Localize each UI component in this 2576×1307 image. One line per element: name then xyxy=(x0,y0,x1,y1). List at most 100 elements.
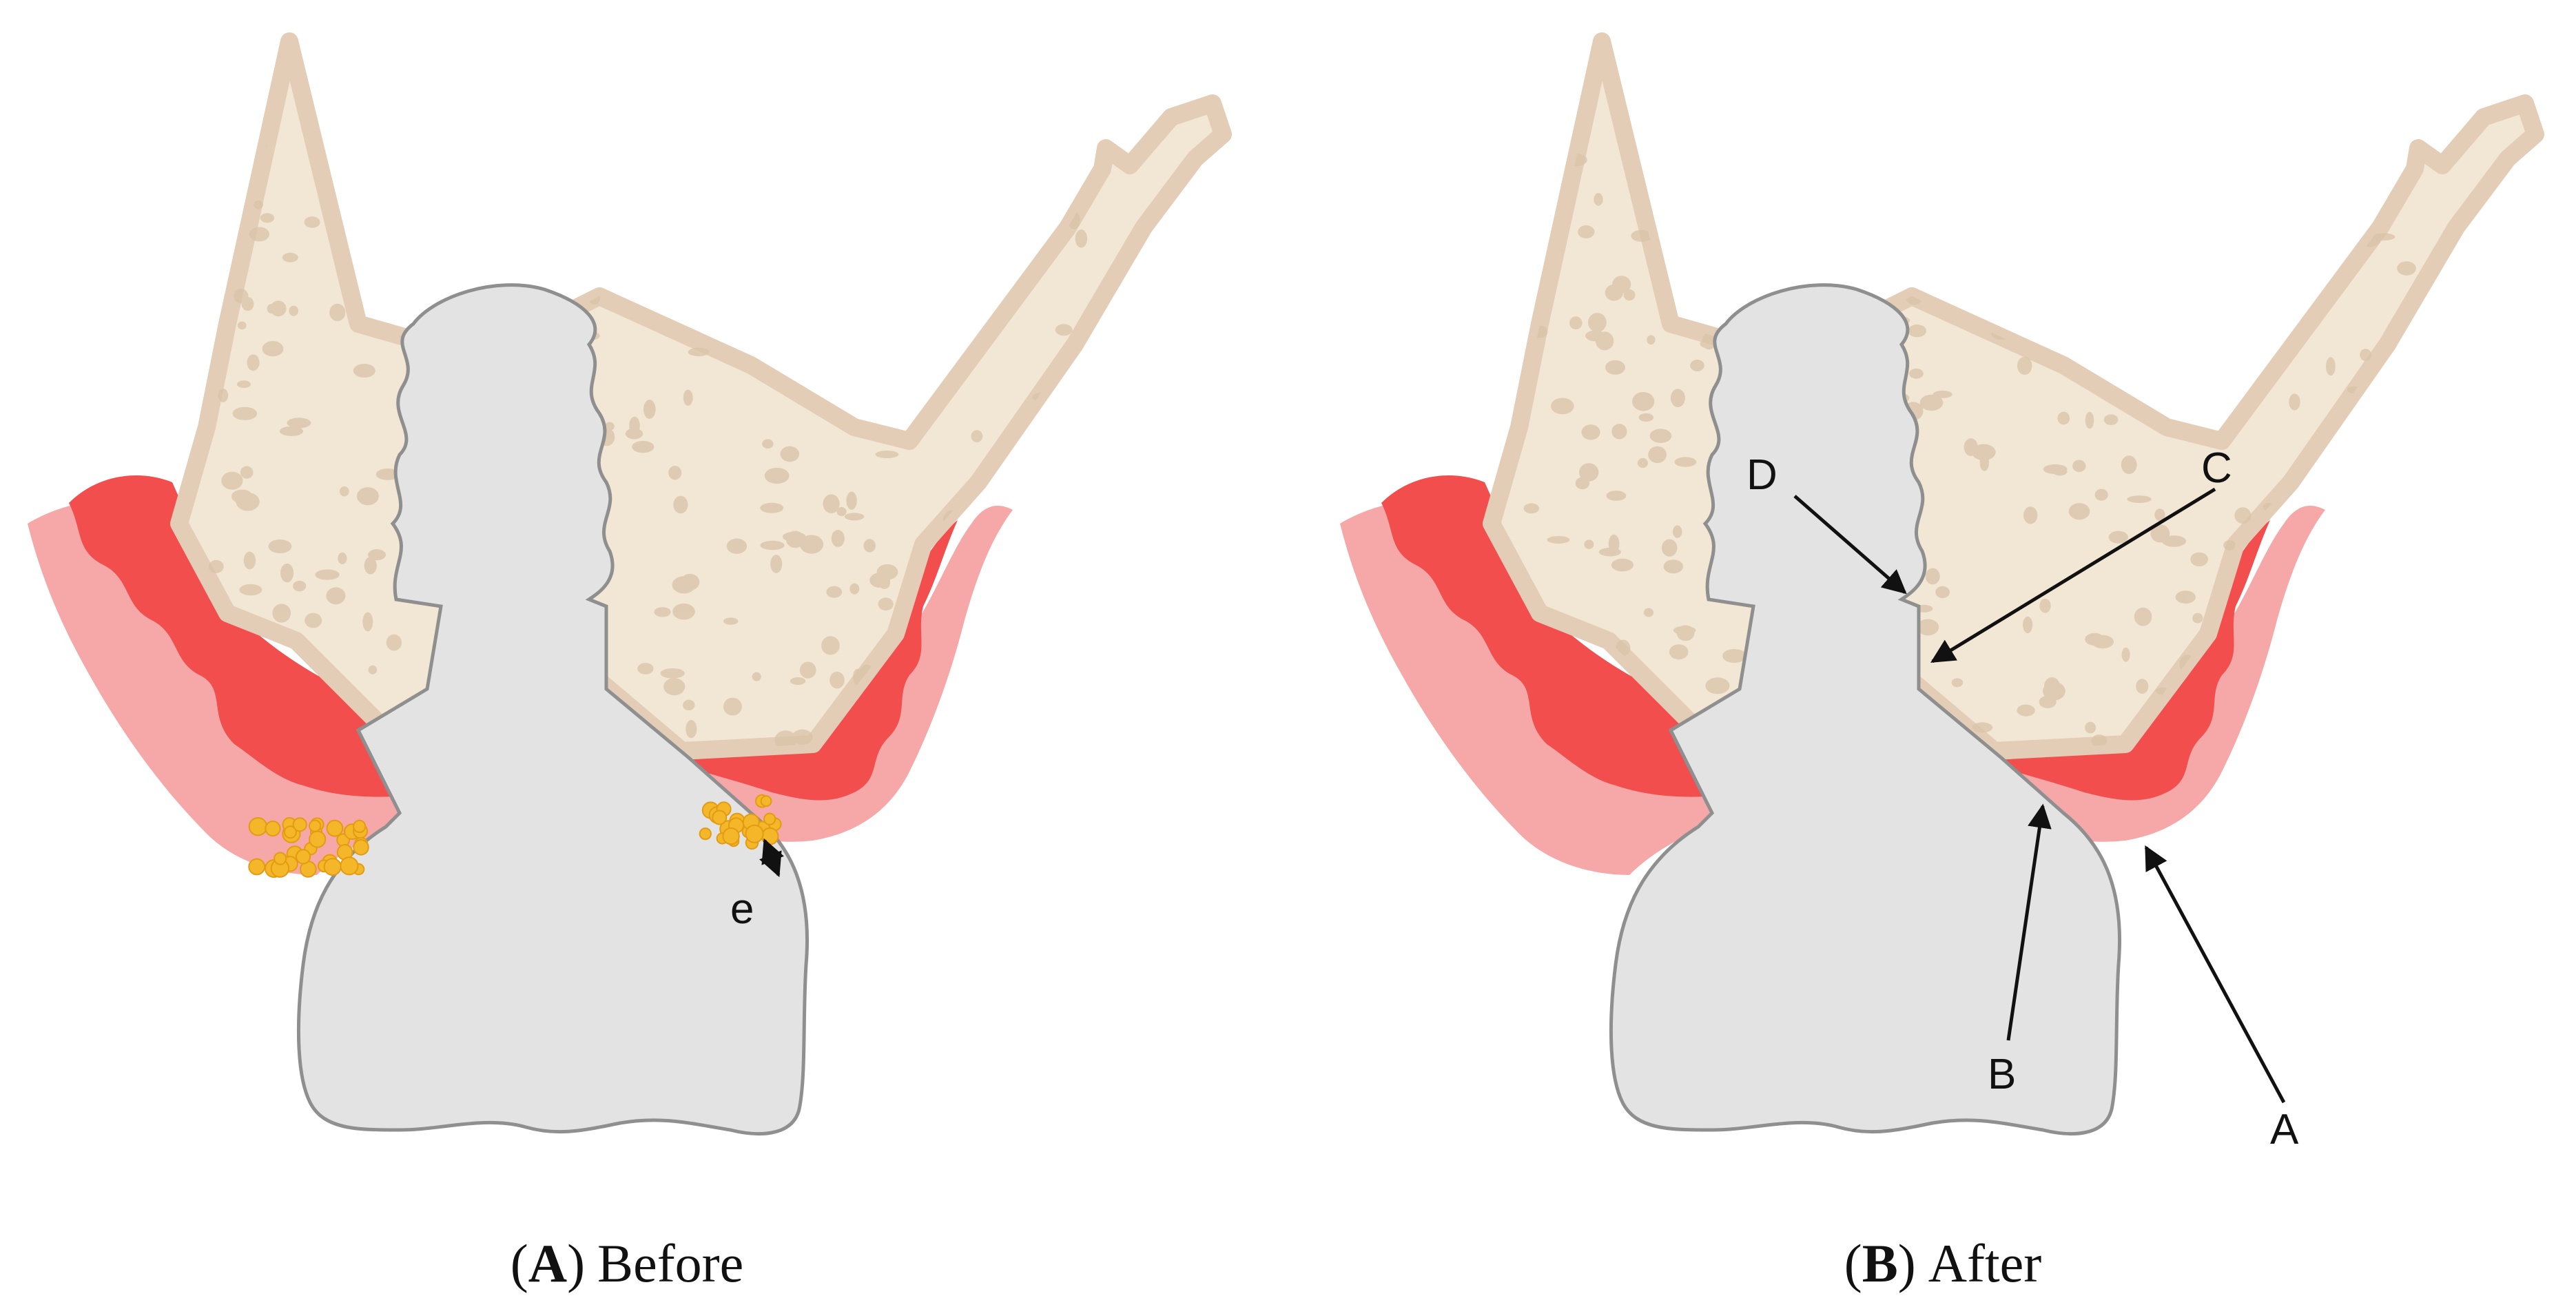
bone-pore xyxy=(1637,457,1648,469)
bone-pore xyxy=(878,597,894,611)
bone-pore xyxy=(289,305,299,316)
bone-pore xyxy=(909,194,925,200)
cement-granule xyxy=(292,817,307,832)
bone-pore xyxy=(1988,145,2003,154)
bone-pore xyxy=(782,531,806,542)
bone-pore xyxy=(1578,225,1595,238)
bone-pore xyxy=(2127,495,2152,503)
bone-pore xyxy=(2063,163,2086,171)
bone-pore xyxy=(1042,172,1058,184)
bone-pore xyxy=(1623,289,1636,301)
bone-pore xyxy=(1064,629,1086,645)
bone-pore xyxy=(714,251,725,270)
bone-pore xyxy=(1951,678,1964,688)
bone-pore xyxy=(2072,460,2086,473)
bone-pore xyxy=(770,555,783,573)
bone-pore xyxy=(2150,524,2170,543)
bone-pore xyxy=(550,208,566,225)
label-a: A xyxy=(2270,1106,2299,1153)
caption-a: (A)Before xyxy=(511,1233,744,1293)
bone-pore xyxy=(748,230,772,241)
bone-pore xyxy=(1690,184,1709,199)
bone-pore xyxy=(1730,136,1745,150)
bone-pore xyxy=(2274,208,2290,228)
bone-pore xyxy=(1569,316,1583,330)
bone-pore xyxy=(1964,438,1978,456)
bone-pore xyxy=(2346,498,2371,517)
arrow-a xyxy=(2144,845,2286,1104)
cement-granule xyxy=(722,827,740,845)
bone-pore xyxy=(1670,389,1685,407)
bone-pore xyxy=(1663,559,1684,574)
bone-pore xyxy=(831,530,845,547)
bone-pore xyxy=(268,539,292,553)
bone-pore xyxy=(846,491,857,510)
bone-pore xyxy=(760,502,784,513)
bone-pore xyxy=(1711,209,1723,227)
bone-pore xyxy=(553,245,570,256)
bone-pore xyxy=(792,729,813,745)
bone-pore xyxy=(971,430,983,442)
bone-pore xyxy=(1523,503,1540,514)
bone-pore xyxy=(553,156,578,169)
bone-pore xyxy=(822,235,832,249)
bone-pore xyxy=(374,205,384,214)
bone-pore xyxy=(1830,254,1843,273)
bone-pore xyxy=(799,535,824,554)
bone-pore xyxy=(1551,398,1574,415)
bone-pore xyxy=(2079,249,2099,266)
bone-pore xyxy=(2360,734,2372,750)
bone-pore xyxy=(991,573,1006,587)
bone-pore xyxy=(287,418,311,429)
bone-pore xyxy=(356,487,379,506)
bone-pore xyxy=(1723,286,1740,294)
bone-pore xyxy=(780,446,800,462)
bone-pore xyxy=(575,247,593,259)
bone-pore xyxy=(232,406,258,420)
caption-b: (B)After xyxy=(1844,1233,2042,1293)
bone-pore xyxy=(590,158,615,171)
bone-pore xyxy=(878,576,891,589)
bone-pore xyxy=(1909,368,1924,379)
bone-pore xyxy=(820,260,841,277)
bone-pore xyxy=(2134,607,2152,626)
bone-pore xyxy=(683,145,696,154)
bone-pore xyxy=(2142,196,2165,209)
cement-granule xyxy=(353,839,369,856)
bone-pore xyxy=(1662,245,1678,257)
bone-pore xyxy=(2283,657,2298,666)
bone-pore xyxy=(364,557,377,575)
bone-pore xyxy=(237,380,251,389)
bone-pore xyxy=(1917,619,1939,636)
bone-pore xyxy=(326,587,346,605)
bone-pore xyxy=(481,150,496,169)
bone-pore xyxy=(1864,211,1886,223)
bone-pore xyxy=(1738,279,1758,289)
bone-pore xyxy=(1669,644,1689,660)
bone-pore xyxy=(660,668,685,679)
bone-pore xyxy=(1518,245,1527,258)
bone-pore xyxy=(2216,184,2227,201)
bone-pore xyxy=(830,671,845,689)
bone-pore xyxy=(949,253,965,268)
bone-pore xyxy=(1702,332,1716,350)
bone-pore xyxy=(616,214,635,232)
bone-pore xyxy=(2263,255,2285,267)
bone-pore xyxy=(2194,355,2212,368)
bone-pore xyxy=(2023,616,2033,634)
bone-pore xyxy=(1914,223,1935,240)
bone-pore xyxy=(233,185,247,204)
bone-pore xyxy=(368,665,378,675)
bone-pore xyxy=(2293,696,2308,712)
bone-pore xyxy=(1612,276,1631,294)
bone-pore xyxy=(861,271,885,280)
bone-pore xyxy=(2086,221,2095,229)
bone-pore xyxy=(760,540,785,550)
cement-granule xyxy=(274,852,287,865)
bone-b xyxy=(1492,41,2535,765)
bone-pore xyxy=(2121,259,2143,269)
bone-pore xyxy=(663,678,686,696)
bone-pore xyxy=(1075,229,1088,248)
bone-pore xyxy=(1594,193,1603,206)
